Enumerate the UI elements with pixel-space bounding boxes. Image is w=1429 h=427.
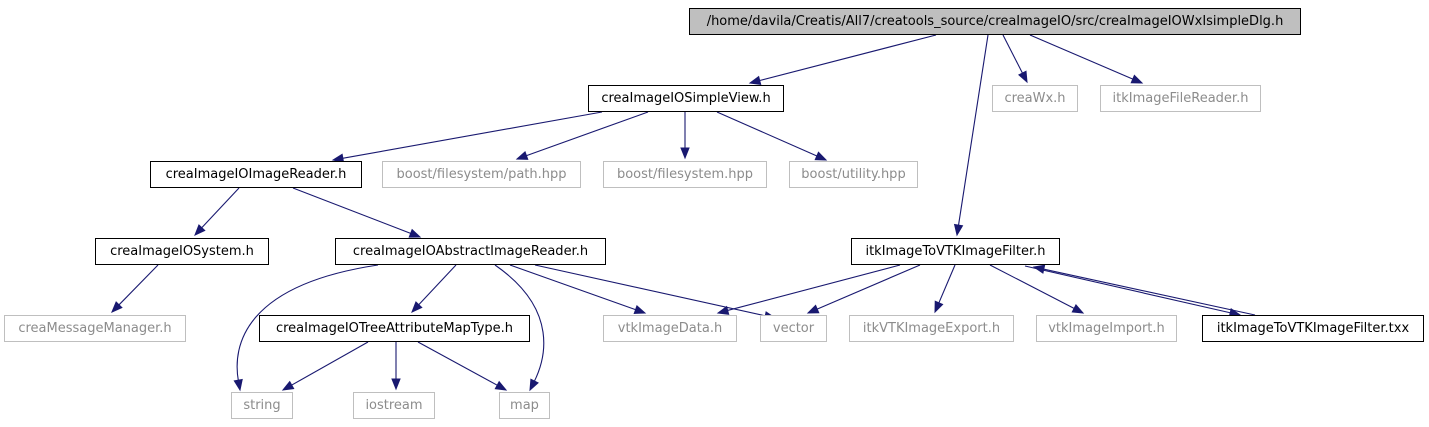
edge-n9-n12 [411, 264, 457, 313]
external-header-node: string [231, 392, 293, 419]
arrowhead [1071, 303, 1085, 314]
arrowhead [680, 147, 690, 160]
external-header-node: iostream [353, 392, 435, 419]
edge-line [117, 264, 159, 306]
documented-header-node[interactable]: creaImageIOSimpleView.h [588, 85, 784, 112]
edge-n0-n10 [953, 34, 989, 237]
edge-line [292, 187, 412, 235]
external-header-node: vtkImageImport.h [1036, 315, 1177, 342]
arrowhead [1032, 264, 1046, 274]
external-header-node: boost/utility.hpp [789, 161, 918, 188]
arrowhead [391, 378, 401, 391]
edge-n4-n9 [292, 187, 422, 238]
edge-n12-n19 [391, 342, 401, 391]
external-header-node: creaMessageManager.h [4, 315, 186, 342]
arrowhead [953, 223, 964, 237]
documented-header-node[interactable]: creaImageIOTreeAttributeMapType.h [259, 315, 530, 342]
edge-n9-n20 [494, 264, 545, 392]
edge-line [290, 341, 369, 387]
edge-line [726, 264, 901, 312]
arrowhead [814, 151, 828, 161]
arrowhead [1018, 70, 1028, 84]
edge-line [200, 187, 240, 229]
edge-n0-n2 [1002, 34, 1028, 84]
edge-n17-n10 [1032, 264, 1256, 316]
external-header-node: itkImageFileReader.h [1100, 85, 1261, 112]
external-header-node: boost/filesystem.hpp [603, 161, 767, 188]
documented-header-node[interactable]: creaImageIOAbstractImageReader.h [335, 238, 606, 265]
edge-n10-n14 [806, 264, 921, 314]
edge-n12-n18 [281, 341, 369, 391]
arrowhead [716, 305, 730, 315]
arrowhead [111, 301, 123, 313]
arrowhead [934, 300, 944, 314]
edge-line [1029, 34, 1134, 80]
edge-n9-n18 [233, 264, 379, 392]
arrowhead [233, 378, 243, 392]
arrowhead [529, 378, 539, 392]
edge-line [1002, 34, 1024, 75]
edge-n10-n15 [934, 264, 956, 314]
edge-line [525, 111, 649, 157]
arrowhead [748, 75, 762, 85]
edge-n0-n3 [1029, 34, 1144, 84]
edge-line [938, 264, 956, 304]
arrowhead [494, 380, 508, 391]
external-header-node: vector [760, 315, 827, 342]
arrowhead [281, 380, 295, 391]
arrowhead [408, 228, 422, 238]
arrowhead [633, 305, 647, 314]
edge-line [957, 34, 989, 227]
documented-header-node[interactable]: creaImageIOSystem.h [95, 238, 269, 265]
edge-n10-n17 [1024, 265, 1242, 318]
external-header-node: creaWx.h [992, 85, 1078, 112]
edge-n1-n6 [680, 112, 690, 160]
arrowhead [411, 301, 423, 313]
edge-line [417, 264, 457, 306]
arrowhead [806, 304, 820, 314]
edge-line [236, 264, 379, 382]
edge-line [716, 111, 818, 157]
edge-n8-n11 [111, 264, 159, 313]
edge-line [341, 111, 603, 159]
edge-line [989, 264, 1076, 310]
edge-line [816, 264, 921, 310]
edge-n4-n8 [194, 187, 240, 236]
edge-line [1042, 268, 1256, 316]
external-header-node: vtkImageData.h [603, 315, 737, 342]
documented-header-node[interactable]: creaImageIOImageReader.h [150, 161, 362, 188]
edge-n1-n5 [515, 111, 649, 160]
root-header-node: /home/davila/Creatis/All7/creatools_sour… [689, 8, 1301, 35]
edge-line [758, 34, 937, 82]
edge-line [534, 264, 767, 317]
edge-n10-n13 [716, 264, 901, 315]
edge-line [509, 264, 637, 311]
documented-header-node[interactable]: itkImageToVTKImageFilter.txx [1202, 315, 1424, 342]
edge-n9-n13 [509, 264, 647, 314]
documented-header-node[interactable]: itkImageToVTKImageFilter.h [851, 238, 1060, 265]
edge-n1-n7 [716, 111, 828, 161]
edge-line [1024, 265, 1232, 314]
external-header-node: boost/filesystem/path.hpp [382, 161, 581, 188]
external-header-node: itkVTKImageExport.h [849, 315, 1014, 342]
arrowhead [1130, 74, 1144, 84]
arrowhead [515, 150, 529, 160]
edge-n10-n16 [989, 264, 1085, 314]
edge-n0-n1 [748, 34, 937, 85]
edge-n12-n20 [417, 341, 508, 391]
arrowhead [194, 224, 206, 236]
edge-line [494, 264, 545, 383]
external-header-node: map [499, 392, 550, 419]
edge-line [417, 341, 499, 387]
